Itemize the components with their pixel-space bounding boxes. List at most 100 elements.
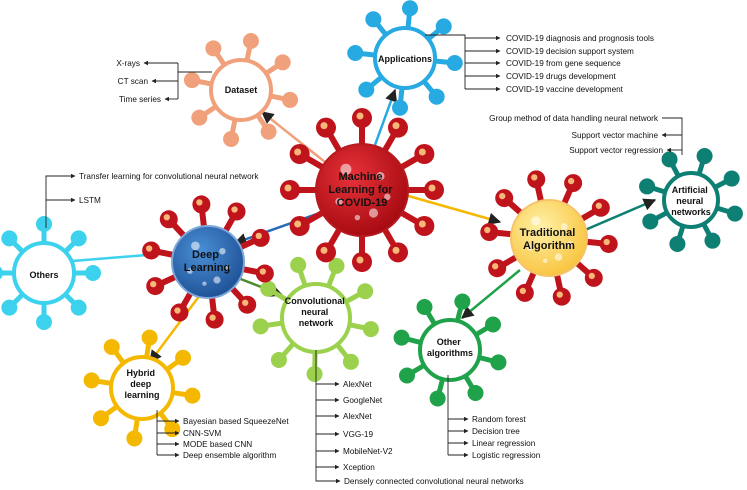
virus-spike-knob [416, 298, 433, 315]
virus-body-spot [376, 172, 385, 181]
deep-virus [142, 195, 274, 329]
virus-spike-knob [70, 299, 87, 316]
dataset-item: Time series [119, 95, 161, 104]
virus-spike-knob [183, 72, 200, 89]
virus-spike-highlight [150, 280, 157, 288]
virus-spike-highlight [567, 177, 575, 185]
virus-spike-knob [164, 421, 181, 438]
virus-body-spot [542, 258, 548, 264]
virus-spike-knob [661, 151, 678, 168]
virus-spike-highlight [242, 299, 249, 306]
virus-spike-knob [260, 123, 277, 140]
list-brackets [45, 34, 683, 484]
virus-spike-highlight [418, 220, 426, 228]
ann-item: Support vector regression [569, 146, 663, 155]
traditional-title: Traditional Algorithm [520, 227, 579, 252]
virus-spike-knob [454, 293, 471, 310]
cnn-item: AlexNet [343, 380, 372, 389]
applications-item: COVID-19 diagnosis and prognosis tools [506, 34, 654, 43]
dataset-title: Dataset [225, 85, 258, 95]
virus-spike-knob [639, 178, 656, 195]
virus-spike-knob [1, 299, 18, 316]
virus-spike-highlight [499, 192, 506, 200]
virus-body [418, 318, 482, 382]
cnn-item: Xception [343, 463, 375, 472]
ann-title-line: neural [676, 196, 703, 206]
virus-spike-knob [85, 265, 101, 281]
hybrid-item: Bayesian based SqueezeNet [183, 417, 289, 426]
cnn-title: Convolutional neural network [285, 296, 348, 328]
virus-body-spot [202, 281, 207, 286]
virus-spike-highlight [284, 184, 292, 192]
otheralg-title-line: algorithms [427, 348, 473, 358]
virus-spike-knob [401, 0, 418, 17]
virus-spike-highlight [428, 184, 436, 192]
traditional-virus [480, 170, 618, 306]
virus-spike-highlight [231, 206, 238, 213]
virus-body [12, 241, 76, 305]
virus-spike-knob [175, 349, 192, 366]
center-title: Machine Learning for COVID-19 [328, 171, 395, 209]
virus-body-spot [384, 193, 391, 201]
traditional-title-line: Traditional [520, 227, 576, 239]
ann-title-line: Artificial [672, 185, 708, 195]
deep-title-line: Deep [192, 249, 219, 261]
virus-body [662, 171, 720, 229]
others-item: LSTM [79, 196, 101, 205]
virus-body-spot [335, 197, 343, 206]
virus-body-spot [213, 276, 221, 284]
cnn-item: VGG-19 [343, 430, 373, 439]
virus-body-spot [219, 247, 226, 255]
center-title-line: COVID-19 [337, 197, 388, 209]
virus-spike-knob [242, 32, 259, 49]
virus-body-spot [567, 241, 573, 247]
virus-spike-knob [70, 230, 87, 247]
deep-title: Deep Learning [184, 249, 230, 274]
virus-spike-knob [328, 257, 345, 274]
ann-title: Artificial neural networks [671, 185, 711, 217]
virus-spike-knob [723, 170, 740, 187]
virus-spike-knob [365, 11, 382, 28]
virus-spike-knob [36, 216, 52, 232]
ann-item: Group method of data handling neural net… [489, 114, 659, 123]
cnn-virus [252, 256, 379, 382]
cnn-item: Densely connected convolutional neural n… [344, 477, 524, 486]
hybrid-title-line: deep [130, 379, 152, 389]
virus-body [315, 143, 409, 237]
virus-spike-knob [306, 365, 323, 382]
hybrid-item: Deep ensemble algorithm [183, 451, 276, 460]
virus-spike-highlight [356, 256, 364, 264]
connector-to-applications [373, 88, 398, 146]
virus-spike-knob [103, 338, 120, 355]
virus-spike-highlight [163, 214, 170, 221]
virus-body [209, 58, 273, 122]
virus-spike-knob [669, 235, 686, 252]
virus-spike-highlight [320, 122, 328, 130]
hybrid-title-line: learning [124, 390, 159, 400]
applications-item: COVID-19 drugs development [506, 72, 616, 81]
ann-item: Support vector machine [572, 131, 659, 140]
connector-to-dataset [261, 111, 326, 163]
virus-spike-knob [704, 232, 721, 249]
virus-spike-knob [191, 109, 208, 126]
cnn-arrow [315, 452, 341, 484]
center-virus [280, 108, 444, 272]
virus-spike-highlight [492, 263, 499, 270]
virus-body-spot [560, 223, 568, 231]
virus-body-spot [187, 268, 193, 274]
virus-spike-highlight [392, 246, 400, 254]
virus-spike-knob [362, 321, 379, 338]
connector-to-ann [577, 198, 657, 235]
hybrid-title: Hybrid deep learning [124, 368, 159, 400]
virus-spike-highlight [588, 272, 595, 280]
virus-body [109, 355, 175, 421]
applications-item: COVID-19 from gene sequence [506, 59, 621, 68]
virus-spike-knob [83, 372, 100, 389]
ann-virus [639, 148, 743, 252]
virus-spike-knob [290, 256, 307, 273]
virus-spike-highlight [255, 232, 262, 240]
deep-title-line: Learning [184, 262, 230, 274]
virus-spike-knob [428, 88, 445, 105]
